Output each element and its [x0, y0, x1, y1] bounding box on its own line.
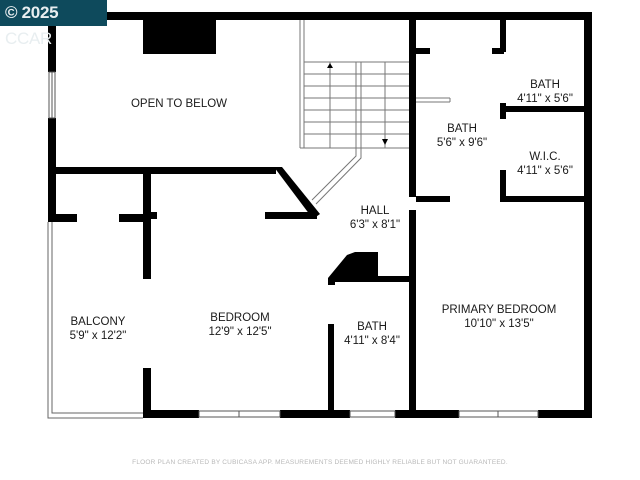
room-name: BATH: [530, 79, 560, 91]
room-primary-bedroom: PRIMARY BEDROOM 10'10" x 13'5": [442, 303, 557, 331]
room-dimensions: 4'11" x 8'4": [344, 335, 400, 347]
room-bath-hall: BATH 4'11" x 8'4": [344, 320, 400, 348]
room-open-to-below: OPEN TO BELOW: [131, 97, 227, 111]
balcony-outline: [47, 222, 143, 419]
room-name: OPEN TO BELOW: [130, 98, 228, 110]
room-name: BATH: [447, 123, 477, 135]
room-bath-upper-right: BATH 4'11" x 5'6": [517, 78, 573, 106]
window: [48, 71, 56, 119]
room-dimensions: 4'11" x 5'6": [517, 93, 573, 105]
watermark-org: CCAR: [5, 29, 52, 48]
room-balcony: BALCONY 5'9" x 12'2": [70, 315, 127, 343]
room-wic: W.I.C. 4'11" x 5'6": [517, 150, 573, 178]
bottom-windows: [198, 410, 539, 418]
stairs: [299, 20, 451, 205]
room-name: PRIMARY BEDROOM: [441, 304, 557, 316]
room-bath-center: BATH 5'6" x 9'6": [437, 122, 487, 150]
room-dimensions: 6'3" x 8'1": [349, 219, 401, 231]
room-dimensions: 12'9" x 12'5": [208, 326, 272, 338]
room-name: HALL: [360, 205, 390, 217]
room-name: BEDROOM: [210, 312, 270, 324]
walls: [48, 12, 592, 418]
room-name: BALCONY: [70, 316, 126, 328]
room-dimensions: 4'11" x 5'6": [517, 165, 573, 177]
room-dimensions: 5'6" x 9'6": [436, 137, 488, 149]
room-dimensions: 10'10" x 13'5": [464, 318, 534, 330]
watermark-year: © 2025: [5, 3, 59, 22]
room-hall: HALL 6'3" x 8'1": [350, 204, 400, 232]
disclaimer-footer: FLOOR PLAN CREATED BY CUBICASA APP. MEAS…: [132, 459, 508, 466]
stair-arrows: [327, 63, 388, 145]
room-name: W.I.C.: [529, 151, 561, 163]
room-bedroom: BEDROOM 12'9" x 12'5": [208, 311, 271, 339]
room-dimensions: 5'9" x 12'2": [69, 330, 127, 342]
room-name: BATH: [357, 321, 387, 333]
copyright-watermark: © 2025 CCAR: [0, 0, 107, 48]
